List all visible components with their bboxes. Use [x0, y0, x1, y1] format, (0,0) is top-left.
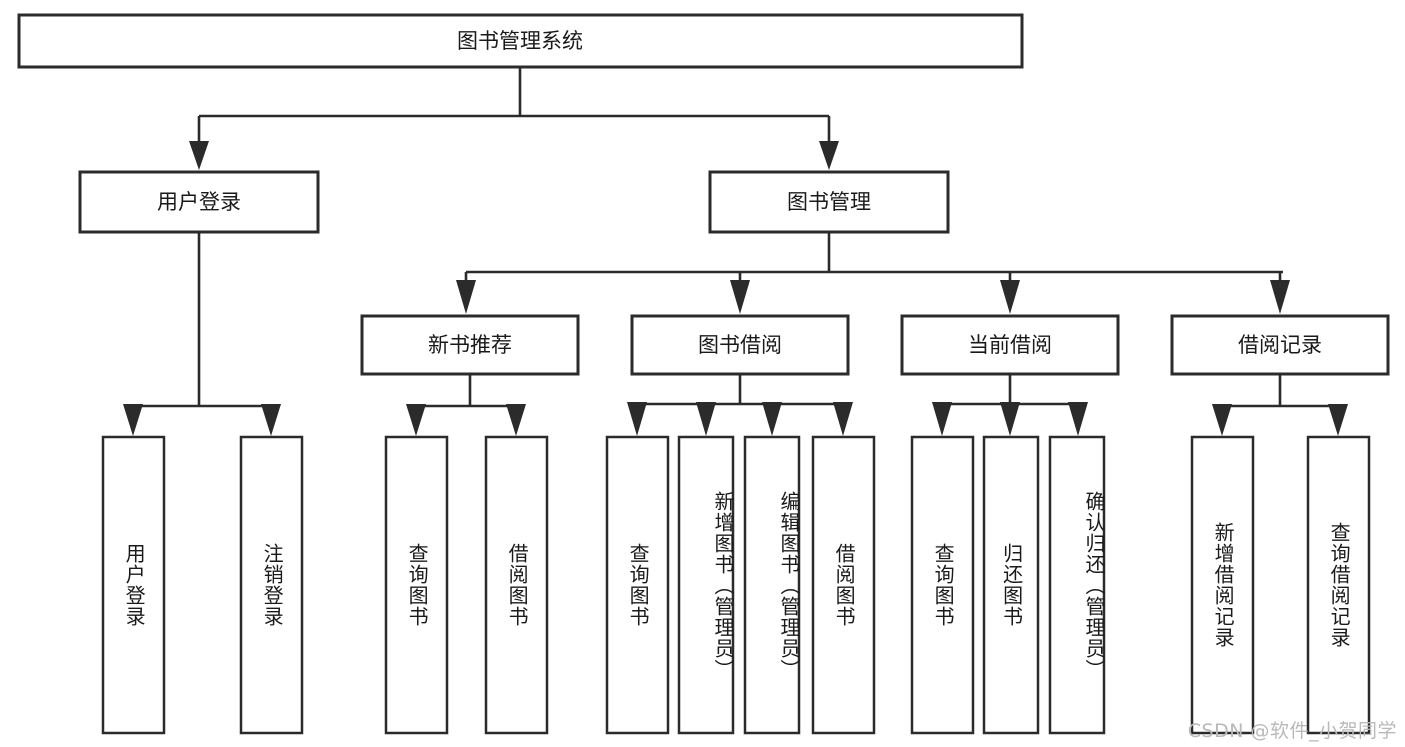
- arrow-head-currentborrow-leaf-3: [1068, 402, 1088, 436]
- new-book-recommend-box[interactable]: [360, 314, 580, 376]
- arrow-head-userlogin: [189, 141, 209, 170]
- book-borrow-label: 图书借阅: [698, 333, 782, 357]
- leaf-box-borrow-book-1[interactable]: [484, 435, 549, 735]
- node-new-book-recommend[interactable]: 新书推荐: [360, 314, 580, 376]
- leaf-box-query-book-2[interactable]: [605, 435, 670, 735]
- leaf-box-query-book-3[interactable]: [910, 435, 975, 735]
- arrow-head-bookborrow-leaf-2: [696, 402, 716, 436]
- arrow-head-book-borrow: [730, 280, 750, 314]
- leaf-box-add-book-admin[interactable]: [677, 435, 735, 735]
- book-management-label: 图书管理: [787, 190, 871, 214]
- arrow-head-bookborrow-leaf-4: [833, 402, 853, 436]
- leaf-box-logout[interactable]: [239, 435, 304, 735]
- csdn-watermark: CSDN @软件_小贺同学: [1187, 720, 1397, 742]
- leaf-box-user-login[interactable]: [101, 435, 166, 735]
- leaf-box-edit-book-admin[interactable]: [743, 435, 801, 735]
- leaf-box-return-book[interactable]: [982, 435, 1040, 735]
- leaf-box-confirm-return-admin[interactable]: [1048, 435, 1106, 735]
- node-book-management[interactable]: 图书管理: [708, 170, 950, 234]
- root-box[interactable]: [17, 13, 1024, 69]
- leaf-box-query-book-1[interactable]: [384, 435, 449, 735]
- new-book-recommend-label: 新书推荐: [428, 333, 512, 357]
- current-borrow-label: 当前借阅: [968, 333, 1052, 357]
- arrow-head-borrowrecord-leaf-2: [1328, 404, 1348, 436]
- arrow-head-new-book: [456, 280, 476, 314]
- arrow-head-currentborrow-leaf-1: [932, 402, 952, 436]
- borrow-record-label: 借阅记录: [1238, 333, 1322, 357]
- arrow-head-bookborrow-leaf-1: [627, 402, 647, 436]
- node-current-borrow[interactable]: 当前借阅: [900, 314, 1120, 376]
- arrow-head-bookmgmt: [819, 141, 839, 170]
- leaf-box-borrow-book-2[interactable]: [811, 435, 876, 735]
- arrow-head-borrowrecord-leaf-1: [1212, 404, 1232, 436]
- leaf-box-query-borrow-record[interactable]: [1306, 435, 1371, 735]
- arrow-head-current-borrow: [1000, 280, 1020, 314]
- current-borrow-box[interactable]: [900, 314, 1120, 376]
- arrow-head-newbook-leaf-2: [506, 404, 526, 436]
- node-book-borrow[interactable]: 图书借阅: [630, 314, 850, 376]
- leaf-box-add-borrow-record[interactable]: [1190, 435, 1255, 735]
- node-user-login[interactable]: 用户登录: [78, 170, 320, 234]
- book-borrow-box[interactable]: [630, 314, 850, 376]
- book-management-box[interactable]: [708, 170, 950, 234]
- arrow-head-newbook-leaf-1: [406, 404, 426, 436]
- borrow-record-box[interactable]: [1170, 314, 1390, 376]
- node-root[interactable]: 图书管理系统: [17, 13, 1024, 69]
- arrow-head-logout-leaf: [261, 404, 281, 436]
- arrow-head-currentborrow-leaf-2: [1000, 402, 1020, 436]
- arrow-head-bookborrow-leaf-3: [762, 402, 782, 436]
- arrow-head-borrow-record: [1270, 280, 1290, 314]
- root-label: 图书管理系统: [457, 29, 583, 53]
- user-login-label: 用户登录: [157, 190, 241, 214]
- node-borrow-record[interactable]: 借阅记录: [1170, 314, 1390, 376]
- arrow-head-user-login-leaf: [123, 404, 143, 436]
